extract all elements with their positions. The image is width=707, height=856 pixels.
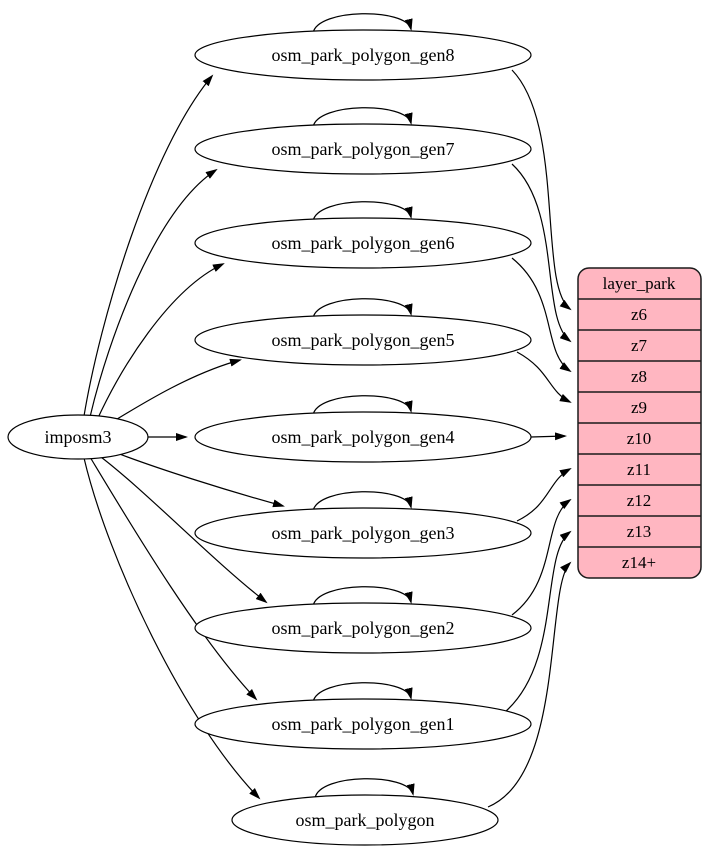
gen1-label: osm_park_polygon_gen1 [272, 714, 455, 734]
self-loop-gen1 [312, 682, 413, 703]
self-loop-edges [312, 13, 415, 799]
self-loop-gen4 [312, 395, 413, 416]
node-osm-park-polygon-gen5: osm_park_polygon_gen5 [194, 314, 532, 366]
node-imposm3: imposm3 [7, 414, 149, 460]
gen3-ellipse [194, 507, 532, 559]
edge-imposm3-to-gen8 [83, 74, 214, 417]
layer-park-row-z7: z7 [631, 336, 648, 355]
edges-to-layer-park [487, 69, 572, 808]
layer-park-row-z11: z11 [627, 460, 651, 479]
gen6-label: osm_park_polygon_gen6 [272, 233, 455, 253]
gen8-label: osm_park_polygon_gen8 [272, 45, 455, 65]
edge-imposm3-to-gen3 [108, 449, 285, 508]
node-osm-park-polygon-gen6: osm_park_polygon_gen6 [194, 217, 532, 269]
layer-park-row-z9: z9 [631, 398, 647, 417]
self-loop-gen6 [312, 201, 413, 222]
self-loop-gen2 [312, 586, 413, 607]
edge-gen7-to-z7 [511, 163, 572, 343]
self-loop-gen7 [312, 107, 413, 128]
layer-park-header: layer_park [603, 274, 676, 293]
layer-park-row-z14plus: z14+ [622, 553, 656, 572]
gen2-label: osm_park_polygon_gen2 [272, 618, 455, 638]
node-osm-park-polygon: osm_park_polygon [231, 794, 499, 846]
gen2-ellipse [194, 602, 532, 654]
layer-park-table: layer_park z6 z7 z8 z9 z10 z11 z12 z13 z… [577, 267, 702, 579]
edge-imposm3-to-gen7 [89, 168, 218, 418]
edge-gen8-to-z6 [511, 69, 572, 311]
edge-imposm3-to-gen1 [89, 456, 258, 701]
gen7-label: osm_park_polygon_gen7 [272, 139, 455, 159]
edge-gen5-to-z9 [516, 351, 572, 403]
edge-imposm3-to-gen2 [96, 453, 268, 604]
edge-gen1-to-z13 [504, 530, 572, 713]
gen4-label: osm_park_polygon_gen4 [272, 427, 455, 447]
edge-osm-park-polygon-to-z14 [487, 561, 572, 808]
gen3-label: osm_park_polygon_gen3 [272, 523, 455, 543]
imposm3-ellipse [7, 414, 149, 460]
node-osm-park-polygon-gen3: osm_park_polygon_gen3 [194, 507, 532, 559]
self-loop-gen5 [312, 298, 413, 319]
layer-park-row-z6: z6 [631, 305, 647, 324]
gen7-ellipse [194, 123, 532, 175]
edge-gen4-to-z10 [530, 432, 567, 441]
gen1-ellipse [194, 698, 532, 750]
node-osm-park-polygon-gen4: osm_park_polygon_gen4 [194, 411, 532, 463]
gen4-ellipse [194, 411, 532, 463]
edge-gen3-to-z11 [516, 468, 572, 522]
edge-imposm3-to-gen5 [108, 358, 242, 425]
edge-imposm3-to-osm-park-polygon [83, 457, 261, 800]
gen6-ellipse [194, 217, 532, 269]
self-loop-gen8 [312, 13, 413, 34]
imposm3-label: imposm3 [44, 427, 111, 447]
edge-imposm3-to-gen6 [96, 263, 225, 421]
node-osm-park-polygon-gen2: osm_park_polygon_gen2 [194, 602, 532, 654]
node-osm-park-polygon-gen8: osm_park_polygon_gen8 [194, 29, 532, 81]
self-loop-osm-park-polygon [314, 778, 415, 799]
self-loop-gen3 [312, 491, 413, 512]
osm-park-polygon-label: osm_park_polygon [296, 810, 435, 830]
gen5-label: osm_park_polygon_gen5 [272, 330, 455, 350]
layer-park-row-z13: z13 [627, 522, 652, 541]
edge-gen2-to-z12 [511, 498, 572, 616]
edges-from-imposm3 [83, 74, 285, 800]
gen8-ellipse [194, 29, 532, 81]
node-osm-park-polygon-gen1: osm_park_polygon_gen1 [194, 698, 532, 750]
layer-park-row-z12: z12 [627, 491, 652, 510]
edge-gen6-to-z8 [511, 257, 572, 373]
layer-park-row-z8: z8 [631, 367, 647, 386]
node-osm-park-polygon-gen7: osm_park_polygon_gen7 [194, 123, 532, 175]
gen5-ellipse [194, 314, 532, 366]
layer-park-row-z10: z10 [627, 429, 652, 448]
osm-park-polygon-ellipse [231, 794, 499, 846]
